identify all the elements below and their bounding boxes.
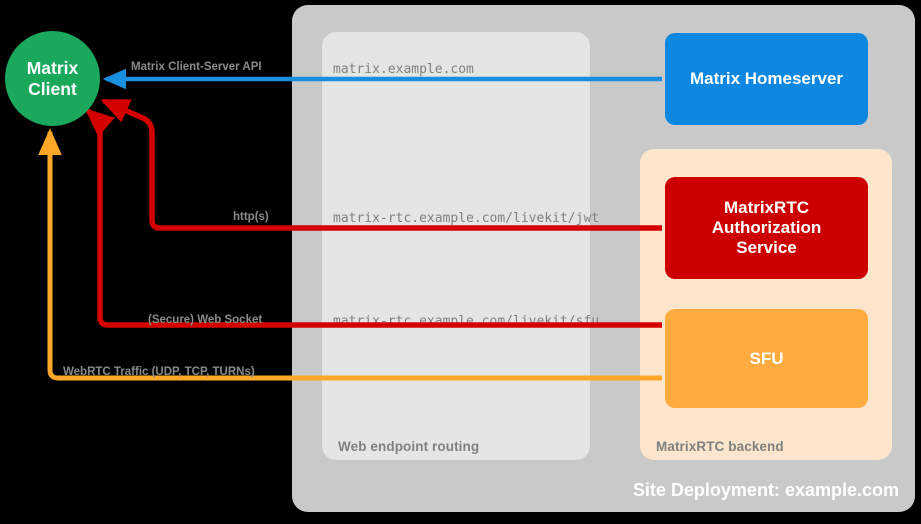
- matrix-client-line-2: Client: [28, 78, 77, 99]
- endpoint-livekit-jwt: matrix-rtc.example.com/livekit/jwt: [333, 211, 600, 226]
- flow-label-https: http(s): [233, 211, 269, 223]
- sfu-label: SFU: [749, 348, 784, 368]
- matrix-homeserver-label: Matrix Homeserver: [689, 69, 844, 89]
- auth-service-line-3: Service: [736, 237, 797, 257]
- flow-label-client-server-api: Matrix Client-Server API: [131, 61, 262, 73]
- node-matrix-homeserver[interactable]: Matrix Homeserver: [665, 33, 868, 125]
- endpoint-livekit-sfu: matrix-rtc.example.com/livekit/sfu: [333, 314, 600, 329]
- flow-label-web-socket: (Secure) Web Socket: [148, 314, 263, 326]
- web-endpoint-routing-zone: [322, 32, 590, 460]
- auth-service-line-1: MatrixRTC: [723, 198, 809, 218]
- auth-service-line-2: Authorization: [711, 218, 822, 238]
- endpoint-matrix-example-com: matrix.example.com: [333, 62, 474, 77]
- site-deployment-label: Site Deployment: example.com: [632, 480, 899, 500]
- web-endpoint-routing-label: Web endpoint routing: [338, 439, 480, 454]
- node-matrixrtc-authorization-service[interactable]: MatrixRTC Authorization Service: [665, 177, 868, 279]
- node-sfu[interactable]: SFU: [665, 309, 868, 408]
- flow-label-webrtc-traffic: WebRTC Traffic (UDP, TCP, TURNs): [63, 366, 255, 378]
- matrixrtc-backend-label: MatrixRTC backend: [656, 439, 784, 454]
- node-matrix-client[interactable]: Matrix Client: [5, 31, 100, 126]
- matrix-client-line-1: Matrix: [26, 58, 79, 79]
